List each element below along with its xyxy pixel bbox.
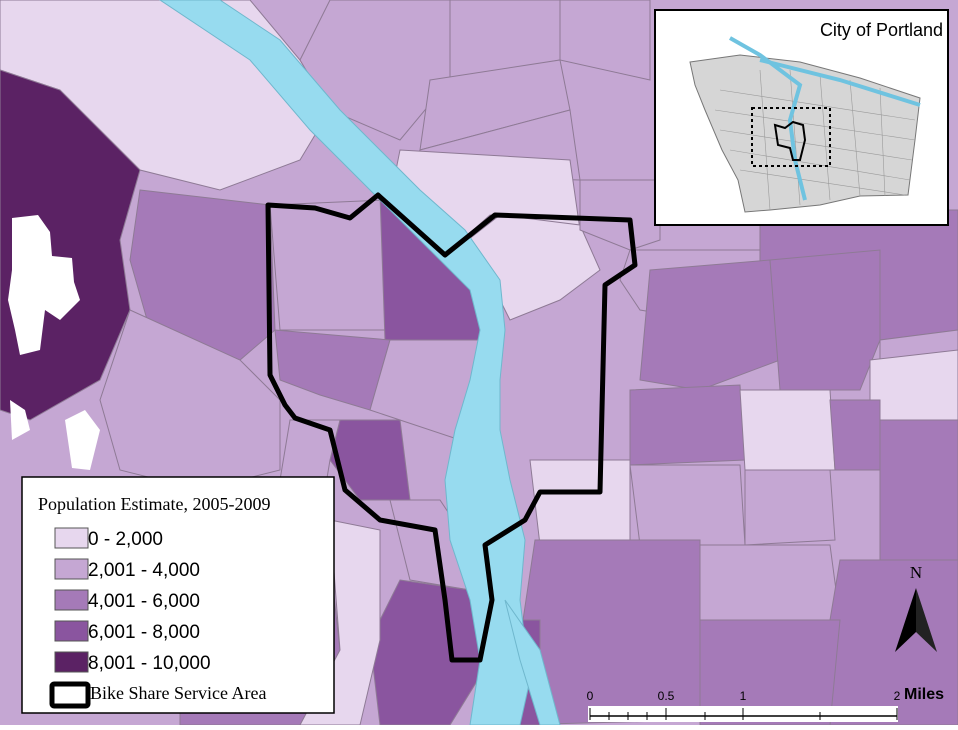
legend-item-1: 0 - 2,000 — [54, 527, 163, 550]
tract-downtown-2 — [369, 339, 481, 441]
tract-east-light-2 — [869, 349, 958, 431]
inset-columbia-river — [759, 58, 921, 107]
inset-extent-box — [751, 107, 831, 167]
legend-title: Population Estimate, 2005-2009 — [38, 494, 270, 514]
inset-map: City of Portland — [654, 9, 949, 226]
legend-item-3: 4,001 - 6,000 — [54, 589, 200, 612]
tract-downtown-1 — [274, 329, 391, 411]
tract-central-east-2 — [829, 399, 881, 471]
legend-label-1: 0 - 2,000 — [88, 529, 163, 550]
legend-item-4: 6,001 - 8,000 — [54, 620, 200, 643]
tract-north-1 — [299, 0, 451, 141]
legend-label-2: 2,001 - 4,000 — [88, 560, 200, 581]
legend: Population Estimate, 2005-2009 0 - 2,000… — [21, 476, 335, 714]
bike-share-service-area — [265, 192, 638, 663]
scale-tick-0: 0 — [587, 689, 594, 703]
tract-south-east-4 — [699, 544, 841, 621]
legend-swatch-1 — [54, 527, 89, 549]
tract-northeast-1 — [579, 179, 661, 251]
legend-swatch-2 — [54, 558, 89, 580]
no-data-area-2 — [10, 400, 30, 440]
no-data-area-1 — [8, 215, 80, 355]
scale-unit: Miles — [904, 686, 944, 703]
legend-item-2: 2,001 - 4,000 — [54, 558, 200, 581]
legend-label-service-area: Bike Share Service Area — [90, 683, 266, 703]
inset-title: City of Portland — [820, 20, 943, 40]
scale-bar: 0 0.5 1 2 Miles — [587, 686, 944, 722]
scale-tick-2: 2 — [894, 689, 901, 703]
tract-pearl-light — [269, 199, 391, 331]
scale-bar-ticks — [589, 708, 898, 720]
inset-service-area — [773, 120, 807, 161]
no-data-areas — [8, 215, 100, 470]
legend-item-service-area: Bike Share Service Area — [49, 681, 266, 709]
north-arrow: N — [895, 563, 937, 652]
legend-swatch-5 — [54, 651, 89, 673]
legend-item-5: 8,001 - 10,000 — [54, 651, 211, 674]
scale-tick-1: 1 — [740, 689, 747, 703]
tract-central-east-light — [739, 389, 836, 471]
tract-north-3 — [559, 0, 651, 81]
north-arrow-label: N — [910, 563, 922, 582]
tract-east-mid-2 — [639, 259, 781, 391]
tract-southeast-light — [529, 459, 631, 546]
legend-swatch-3 — [54, 589, 89, 611]
north-arrow-right-half — [916, 588, 937, 652]
tract-central-east-1 — [629, 384, 746, 466]
tract-east-5 — [879, 419, 958, 561]
legend-label-3: 4,001 - 6,000 — [88, 591, 200, 612]
no-data-area-3 — [65, 410, 100, 470]
legend-swatch-4 — [54, 620, 89, 642]
tract-southeast-1 — [629, 464, 746, 546]
legend-label-5: 8,001 - 10,000 — [88, 653, 211, 674]
scale-tick-0-5: 0.5 — [658, 689, 675, 703]
tract-southeast-2 — [744, 469, 836, 546]
tract-east-mid-3 — [769, 249, 881, 391]
legend-label-4: 6,001 - 8,000 — [88, 622, 200, 643]
north-arrow-left-half — [895, 588, 916, 652]
legend-swatch-service-area — [49, 681, 91, 709]
